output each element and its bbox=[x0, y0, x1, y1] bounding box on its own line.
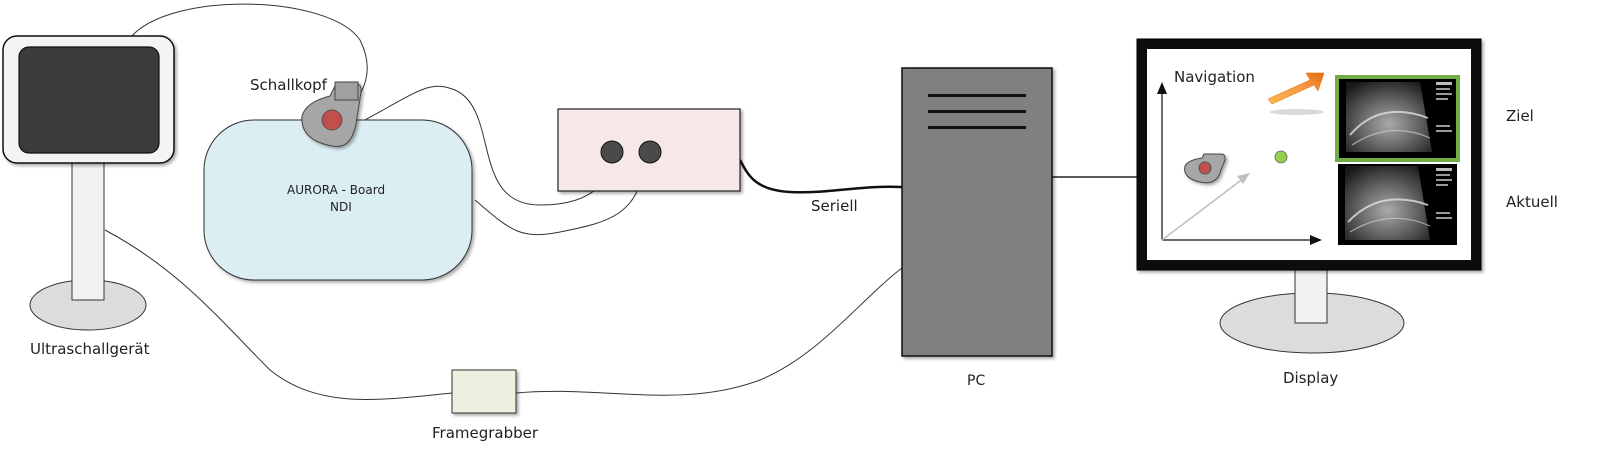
cable-ultrasound-to-framegrabber bbox=[104, 229, 453, 400]
cable-probe-to-ultrasound bbox=[129, 3, 368, 111]
sensor-port-2 bbox=[638, 140, 662, 164]
label-framegrabber: Framegrabber bbox=[432, 424, 539, 442]
tracking-interface-box bbox=[557, 108, 741, 192]
pc-drive-slot-3 bbox=[928, 126, 1026, 129]
current-ultrasound-image bbox=[1338, 164, 1457, 245]
label-display: Display bbox=[1283, 369, 1339, 387]
label-ultraschallgeraet: Ultraschallgerät bbox=[30, 340, 150, 358]
direction-vector bbox=[1161, 177, 1245, 241]
label-pc: PC bbox=[967, 373, 986, 389]
label-schallkopf: Schallkopf bbox=[250, 76, 327, 94]
navigation-axes bbox=[1157, 82, 1322, 245]
pc-drive-slot-1 bbox=[928, 94, 1026, 97]
target-marker bbox=[1274, 150, 1288, 164]
current-probe-icon bbox=[1184, 153, 1226, 184]
cable-framegrabber-to-pc bbox=[515, 267, 903, 396]
sensor-port-1 bbox=[600, 140, 624, 164]
direction-arrow-icon bbox=[1266, 57, 1330, 117]
cable-aurora-to-interface bbox=[474, 157, 646, 236]
ultrasound-stand bbox=[71, 154, 105, 301]
label-aurora-ndi: NDI bbox=[330, 200, 352, 214]
label-aurora-board: AURORA - Board bbox=[287, 183, 386, 197]
label-seriell: Seriell bbox=[811, 197, 858, 215]
cable-serial bbox=[738, 159, 903, 194]
label-aktuell: Aktuell bbox=[1506, 193, 1558, 211]
target-ultrasound-image bbox=[1335, 75, 1460, 162]
ultrasound-screen bbox=[18, 46, 160, 154]
label-ziel: Ziel bbox=[1506, 107, 1534, 125]
schallkopf-probe-icon bbox=[301, 81, 362, 148]
display-stand bbox=[1294, 267, 1328, 324]
pc-tower bbox=[901, 67, 1053, 357]
label-navigation: Navigation bbox=[1174, 68, 1255, 86]
pc-drive-slot-2 bbox=[928, 110, 1026, 113]
framegrabber-box bbox=[451, 369, 517, 414]
display-monitor bbox=[1136, 38, 1482, 354]
ultrasound-device bbox=[2, 35, 175, 331]
